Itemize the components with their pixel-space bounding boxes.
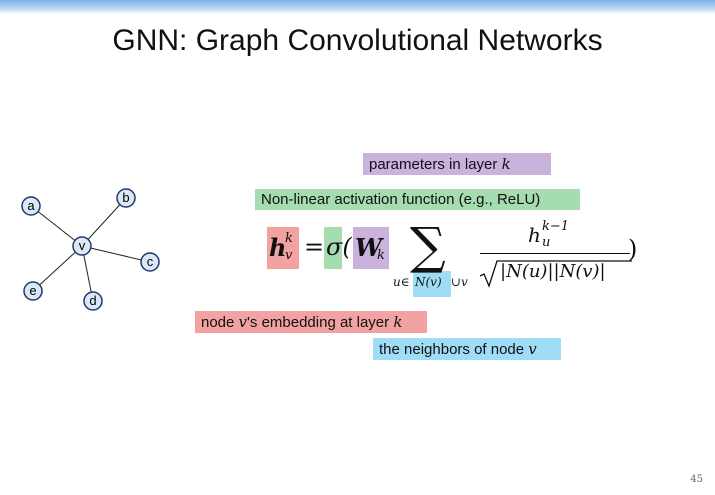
formula-sum: ∑ [410,217,446,275]
label-embedding-var2: k [393,313,403,331]
formula-sum-sub-pre: u∈ [393,275,410,289]
formula-fraction-bar [480,253,630,254]
formula-num-sup: k−1 [542,219,570,234]
node-e-label: e [29,283,36,298]
formula-num: h [528,223,541,247]
label-neighbors-var: v [528,340,537,358]
edge-v-b [81,197,127,247]
node-d-label: d [89,293,96,308]
formula-h-sup: k [285,231,293,246]
label-embedding: node v's embedding at layer k [195,311,427,333]
formula-close: ) [628,235,638,263]
edge-v-a [30,205,83,247]
node-b: b [116,188,136,208]
gcn-formula: h k v = σ( W k ∑ u∈ N(v) ∪v h k−1 u |N(u… [260,215,640,305]
formula-h-sub: v [285,248,293,263]
page-number: 45 [690,474,703,485]
label-parameters-text: parameters in layer [369,156,502,173]
formula-sum-sub-N: N(v) [415,275,442,289]
slide-title: GNN: Graph Convolutional Networks [112,24,603,57]
formula-sum-sub-post: ∪v [451,275,468,289]
node-a-label: a [27,198,35,213]
node-v-label: v [79,238,86,253]
highlight-sigma [324,227,342,269]
label-parameters: parameters in layer k [363,153,551,175]
label-embedding-mid: 's embedding at layer [247,314,394,331]
node-v: v [72,236,92,256]
label-activation: Non-linear activation function (e.g., Re… [255,189,580,210]
formula-num-sub: u [542,235,551,250]
formula-h: h [269,233,287,262]
node-c-label: c [147,254,154,269]
header-gradient-bar [0,0,715,14]
node-e: e [23,281,43,301]
label-embedding-pre: node [201,314,239,331]
label-neighbors-text: the neighbors of node [379,341,529,358]
formula-sigma: σ( [326,233,352,261]
formula-equals: = [304,233,325,261]
formula-W: W [355,233,382,262]
label-neighbors: the neighbors of node v [373,338,561,360]
node-c: c [140,252,160,272]
formula-den: |N(u)||N(v)| [500,261,606,282]
highlight-W [353,227,389,269]
label-embedding-var1: v [238,313,248,331]
node-b-label: b [122,190,129,205]
label-parameters-var: k [501,155,511,173]
edge-v-c [81,245,151,263]
highlight-hv [267,227,299,269]
edge-v-e [32,245,83,292]
graph-diagram: a b c d e v [21,188,160,311]
formula-W-sub: k [377,248,385,263]
node-d: d [83,291,103,311]
formula-sqrt [479,260,632,288]
node-a: a [21,196,41,216]
highlight-neighbors [413,271,451,297]
